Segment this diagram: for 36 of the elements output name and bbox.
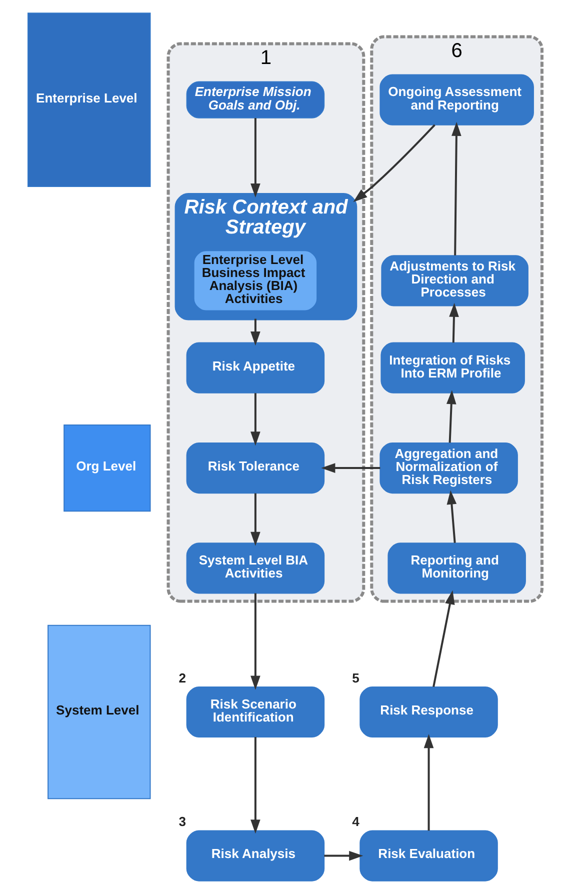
arrow (446, 390, 456, 442)
node-box: Org Level (63, 424, 150, 512)
arrow (432, 590, 454, 687)
node-label: 3 (178, 814, 186, 829)
arrow (250, 392, 260, 446)
node-box: Reporting and Monitoring (387, 542, 526, 594)
node-box: Adjustments to Risk Direction and Processes (380, 254, 528, 306)
arrow (451, 121, 461, 255)
arrow (324, 850, 363, 860)
node-box: Risk Scenario Identification (186, 686, 324, 738)
node-label: 4 (352, 814, 359, 829)
node-box: System Level BIA Activities (186, 542, 324, 594)
arrow (250, 118, 260, 198)
node-box: Enterprise Level Business Impact Analysis (BIA) Activities (192, 250, 318, 311)
node-box: Aggregation and Normalization of Risk Registers (379, 442, 518, 494)
node-box: Integration of Risks Into ERM Profile (380, 342, 524, 393)
arrow (250, 492, 260, 546)
node-box: Risk Appetite (186, 342, 324, 393)
arrow (320, 462, 380, 472)
node-box: Enterprise Mission Goals and Obj. (186, 80, 324, 118)
arrow (423, 734, 434, 830)
arrow (250, 736, 260, 834)
node-box: System Level (47, 624, 150, 799)
node-box: Risk Analysis (186, 830, 324, 881)
node-box: Risk Evaluation (359, 830, 498, 881)
arrow (250, 592, 260, 690)
arrow (448, 302, 458, 342)
node-box: Risk Tolerance (186, 442, 324, 494)
node-label: 2 (178, 670, 186, 685)
node-label: 5 (352, 670, 359, 685)
node-box: Risk Response (359, 686, 498, 738)
node-box: Ongoing Assessment and Reporting (379, 74, 534, 125)
node-box: Enterprise Level (27, 12, 150, 186)
arrow (352, 124, 435, 202)
arrow (250, 318, 260, 346)
arrow (446, 490, 456, 542)
